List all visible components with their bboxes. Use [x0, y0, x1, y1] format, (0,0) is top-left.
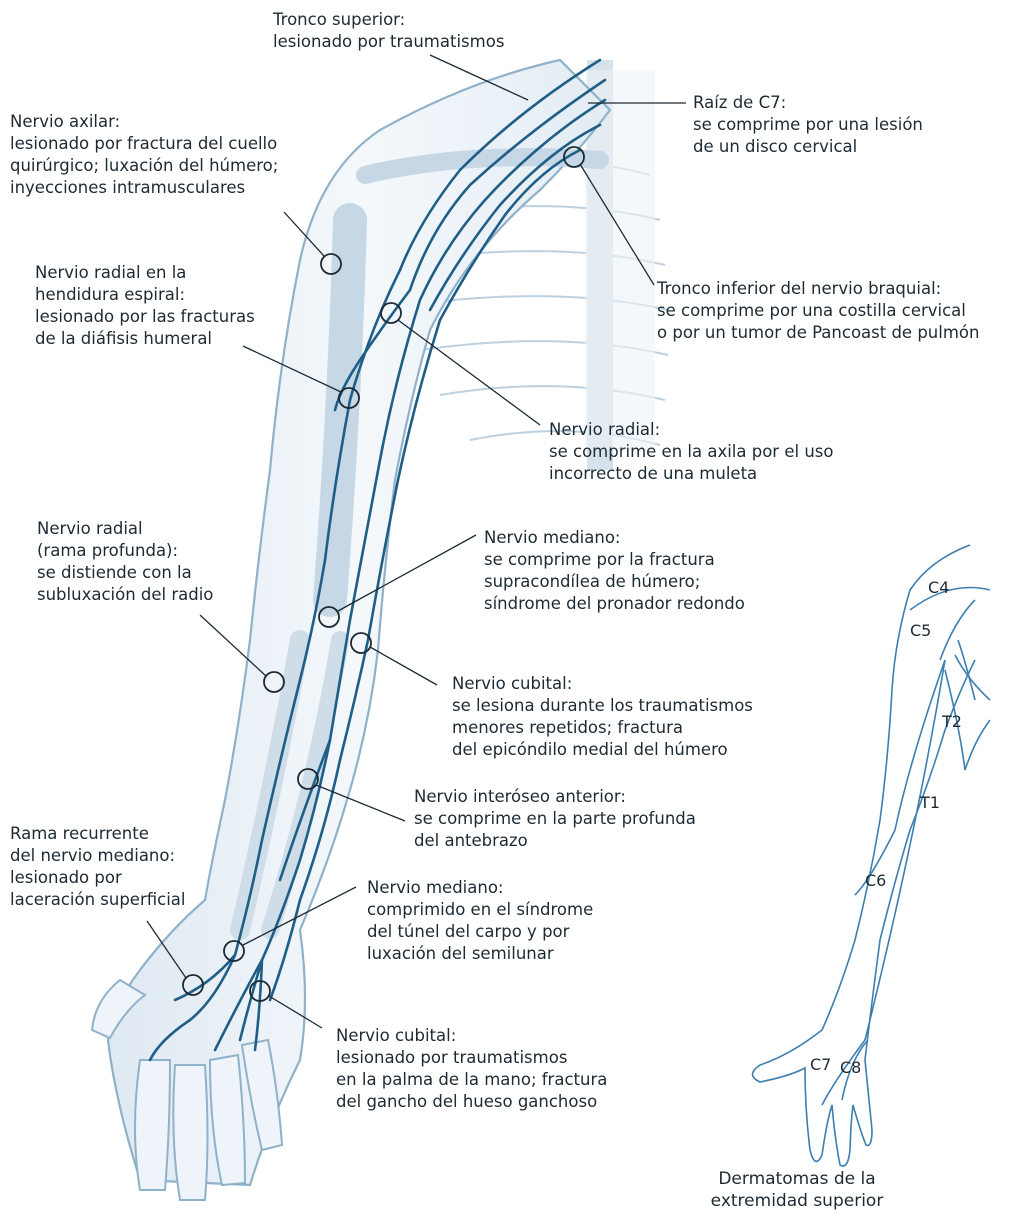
label-title: Tronco superior:	[273, 9, 504, 31]
label-title: Nervio cubital:	[336, 1025, 607, 1047]
label-tronco-superior: Tronco superior: lesionado por traumatis…	[273, 9, 504, 53]
label-title: hendidura espiral:	[35, 284, 255, 306]
label-line: se comprime en la parte profunda	[414, 808, 696, 830]
label-line: subluxación del radio	[37, 584, 213, 606]
label-line: incorrecto de una muleta	[549, 463, 833, 485]
label-title: (rama profunda):	[37, 540, 213, 562]
label-line: lesionado por traumatismos	[273, 31, 504, 53]
label-line: menores repetidos; fractura	[452, 717, 753, 739]
label-line: se distiende con la	[37, 562, 213, 584]
label-line: o por un tumor de Pancoast de pulmón	[657, 322, 979, 344]
dermatome-label-c4: C4	[928, 578, 949, 597]
dermatome-caption: Dermatomas de la extremidad superior	[694, 1168, 900, 1212]
dermatome-label-c5: C5	[910, 621, 931, 640]
label-line: en la palma de la mano; fractura	[336, 1069, 607, 1091]
label-title: Tronco inferior del nervio braquial:	[657, 278, 979, 300]
label-line: inyecciones intramusculares	[10, 177, 278, 199]
caption-line: Dermatomas de la	[694, 1168, 900, 1190]
label-line: del epicóndilo medial del húmero	[452, 739, 753, 761]
label-line: quirúrgico; luxación del húmero;	[10, 155, 278, 177]
label-title: Nervio radial:	[549, 419, 833, 441]
label-line: lesionado por traumatismos	[336, 1047, 607, 1069]
dermatome-outline	[753, 545, 976, 1166]
label-nervio-radial-espiral: Nervio radial en la hendidura espiral: l…	[35, 262, 255, 350]
label-nervio-interoseo: Nervio interóseo anterior: se comprime e…	[414, 786, 696, 852]
label-nervio-mediano-codo: Nervio mediano: se comprime por la fract…	[484, 527, 745, 615]
label-line: se comprime por la fractura	[484, 549, 745, 571]
label-line: síndrome del pronador redondo	[484, 593, 745, 615]
dermatome-label-c6: C6	[865, 871, 886, 890]
label-nervio-cubital-codo: Nervio cubital: se lesiona durante los t…	[452, 673, 753, 761]
label-rama-recurrente: Rama recurrente del nervio mediano: lesi…	[10, 823, 185, 911]
label-title: Rama recurrente	[10, 823, 185, 845]
label-line: de un disco cervical	[693, 136, 923, 158]
label-nervio-axilar: Nervio axilar: lesionado por fractura de…	[10, 111, 278, 199]
label-line: de la diáfisis humeral	[35, 328, 255, 350]
caption-line: extremidad superior	[694, 1190, 900, 1212]
label-line: lesionado por	[10, 867, 185, 889]
label-raiz-c7: Raíz de C7: se comprime por una lesión d…	[693, 92, 923, 158]
label-line: se lesiona durante los traumatismos	[452, 695, 753, 717]
dermatome-diagram	[753, 545, 991, 1166]
label-title: Nervio interóseo anterior:	[414, 786, 696, 808]
label-line: del túnel del carpo y por	[367, 921, 593, 943]
label-line: del antebrazo	[414, 830, 696, 852]
label-title: Raíz de C7:	[693, 92, 923, 114]
label-nervio-mediano-carpo: Nervio mediano: comprimido en el síndrom…	[367, 877, 593, 965]
label-title: del nervio mediano:	[10, 845, 185, 867]
label-line: lesionado por las fracturas	[35, 306, 255, 328]
label-line: laceración superficial	[10, 889, 185, 911]
label-title: Nervio mediano:	[484, 527, 745, 549]
label-line: se comprime por una lesión	[693, 114, 923, 136]
label-title: Nervio axilar:	[10, 111, 278, 133]
label-line: supracondílea de húmero;	[484, 571, 745, 593]
label-line: comprimido en el síndrome	[367, 899, 593, 921]
label-nervio-radial-axila: Nervio radial: se comprime en la axila p…	[549, 419, 833, 485]
label-nervio-radial-profunda: Nervio radial (rama profunda): se distie…	[37, 518, 213, 606]
label-nervio-cubital-mano: Nervio cubital: lesionado por traumatism…	[336, 1025, 607, 1113]
label-line: lesionado por fractura del cuello	[10, 133, 278, 155]
dermatome-label-c7: C7	[810, 1055, 831, 1074]
label-line: se comprime en la axila por el uso	[549, 441, 833, 463]
label-tronco-inferior: Tronco inferior del nervio braquial: se …	[657, 278, 979, 344]
label-line: del gancho del hueso ganchoso	[336, 1091, 607, 1113]
label-line: se comprime por una costilla cervical	[657, 300, 979, 322]
label-title: Nervio radial	[37, 518, 213, 540]
dermatome-label-t2: T2	[941, 712, 962, 731]
label-title: Nervio cubital:	[452, 673, 753, 695]
dermatome-label-c8: C8	[840, 1058, 861, 1077]
label-title: Nervio radial en la	[35, 262, 255, 284]
dermatome-label-t1: T1	[919, 793, 940, 812]
label-title: Nervio mediano:	[367, 877, 593, 899]
label-line: luxación del semilunar	[367, 943, 593, 965]
